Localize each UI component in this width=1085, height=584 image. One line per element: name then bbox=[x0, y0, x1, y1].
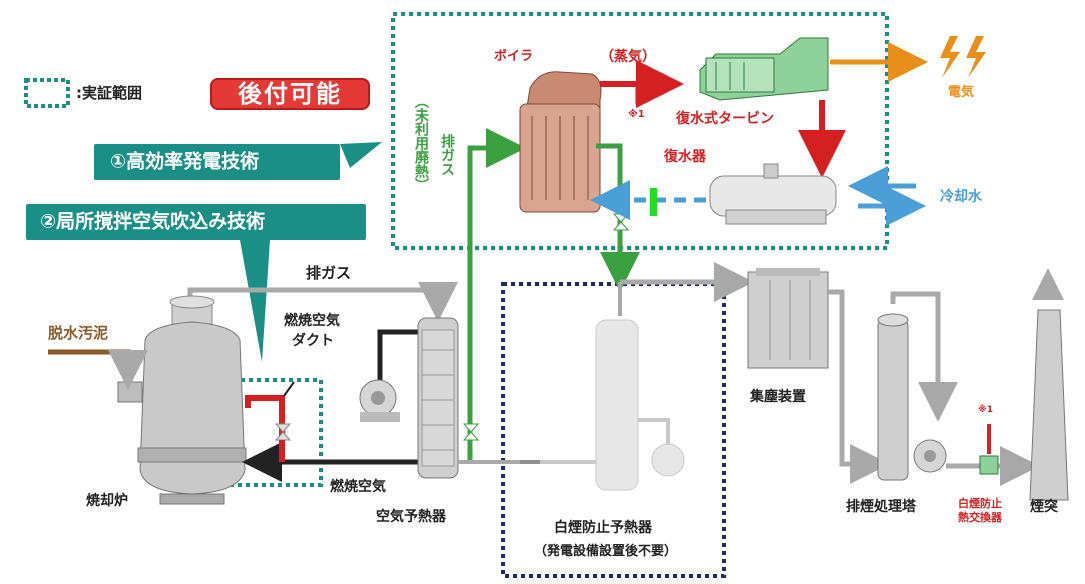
boiler-shape bbox=[519, 71, 602, 213]
sludge-arrow bbox=[48, 349, 148, 390]
callout-tech-2: ②局所撹拌空気吹込み技術 bbox=[26, 204, 366, 240]
air-preheater-shape bbox=[417, 317, 459, 479]
dust-collector-label: 集塵装置 bbox=[750, 389, 806, 405]
white-smoke-box bbox=[501, 282, 726, 578]
unused-waste-heat-label: （未利用廃熱） bbox=[413, 94, 429, 192]
white-smoke-preheater-label: 白煙防止予熱器 bbox=[554, 520, 652, 536]
cooling-water-label: 冷却水 bbox=[940, 189, 982, 205]
legend-label: :実証範囲 bbox=[76, 84, 142, 102]
callout-pointer-2 bbox=[240, 240, 270, 362]
chimney-shape bbox=[1029, 268, 1069, 501]
white-smoke-preheater-shape bbox=[520, 319, 685, 491]
scrubber-fan bbox=[913, 439, 947, 473]
incinerator-shape bbox=[117, 295, 247, 505]
air-preheater-label: 空気予熱器 bbox=[376, 509, 446, 525]
callout-tech-2-text: ②局所撹拌空気吹込み技術 bbox=[40, 210, 266, 233]
ref-mark-2: ※1 bbox=[978, 405, 994, 415]
air-fan bbox=[359, 379, 400, 422]
steam-label: （蒸気） bbox=[600, 49, 656, 65]
callout-tech-1: ①高効率発電技術 bbox=[94, 144, 340, 180]
turbine-shape bbox=[699, 37, 829, 101]
electricity-label: 電気 bbox=[948, 85, 975, 100]
retrofit-badge: 後付可能 bbox=[210, 78, 370, 110]
scrubber-shape bbox=[877, 313, 909, 481]
scope-box-power bbox=[391, 12, 889, 250]
callout-pointer-1 bbox=[340, 142, 382, 168]
combustion-duct-label-1: 燃焼空気 bbox=[284, 313, 340, 329]
white-smoke-note: （発電設備設置後不要） bbox=[534, 544, 678, 559]
boiler-label: ボイラ bbox=[494, 49, 534, 64]
red-duct bbox=[245, 395, 285, 462]
turbine-label: 復水式タービン bbox=[676, 111, 774, 127]
scope-box-duct bbox=[207, 378, 323, 487]
condenser-label: 復水器 bbox=[664, 149, 706, 165]
ref-mark-1: ※1 bbox=[628, 109, 645, 120]
green-exhaust-line bbox=[467, 128, 526, 462]
scrubber-label: 排煙処理塔 bbox=[846, 499, 916, 515]
incinerator-label: 焼却炉 bbox=[86, 493, 128, 509]
chimney-label: 煙突 bbox=[1030, 499, 1058, 515]
exhaust-line bbox=[187, 282, 458, 322]
legend-scope-swatch bbox=[24, 78, 70, 108]
lightning-icon bbox=[940, 36, 986, 78]
exchanger-shape bbox=[979, 455, 999, 475]
exchanger-label-1: 白煙防止 bbox=[958, 497, 1002, 510]
combustion-duct-label-2: ダクト bbox=[292, 333, 334, 349]
condenser-shape bbox=[709, 163, 837, 225]
exchanger-label-2: 熱交換器 bbox=[958, 511, 1002, 524]
dust-collector-shape bbox=[747, 268, 829, 369]
exhaust-gas-vertical-label: 排ガス bbox=[439, 134, 455, 176]
combustion-air-label: 燃焼空気 bbox=[330, 479, 386, 495]
sludge-label: 脱水汚泥 bbox=[48, 324, 109, 342]
callout-tech-1-text: ①高効率発電技術 bbox=[110, 150, 260, 173]
exhaust-gas-label: 排ガス bbox=[306, 264, 352, 282]
